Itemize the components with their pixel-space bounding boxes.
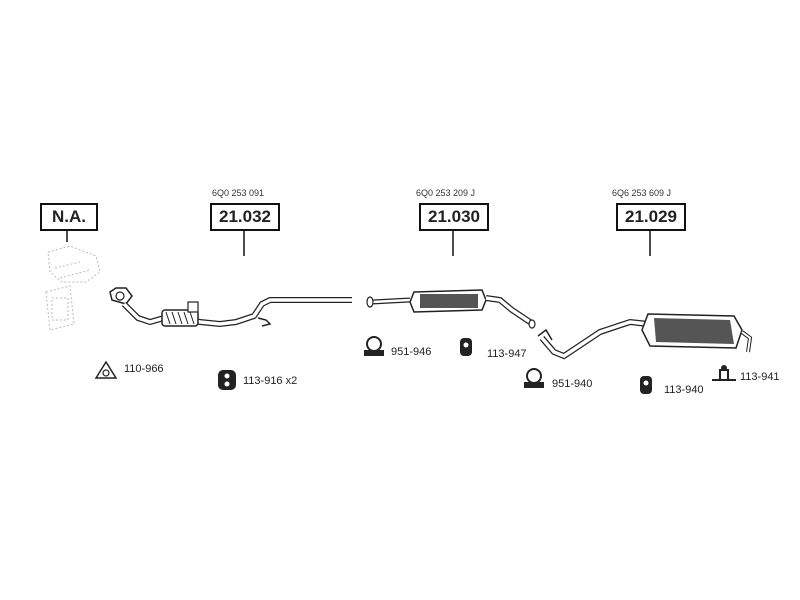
gasket-icon <box>94 360 118 379</box>
center-silencer-21030 <box>366 289 536 329</box>
rubber-mount-icon <box>460 338 472 356</box>
fitting-label: 113-940 <box>664 384 704 396</box>
fitting-label: 951-940 <box>552 378 593 390</box>
oe-number: 6Q0 253 209 J <box>416 188 476 198</box>
fitting-label: 113-941 <box>740 371 780 383</box>
fitting-label: 113-947 <box>487 348 527 360</box>
clamp-icon <box>524 368 544 388</box>
part-number-box: 21.030 <box>419 203 489 231</box>
fitting-label: 951-946 <box>391 346 432 358</box>
manifold-ghost-icon <box>45 245 101 331</box>
clamp-icon <box>364 336 384 356</box>
oe-number: 6Q0 253 091 <box>212 188 265 198</box>
bracket-icon <box>712 365 736 381</box>
fitting-label: 113-916 x2 <box>243 375 298 387</box>
not-available-box: N.A. <box>40 203 98 231</box>
oe-number: 6Q6 253 609 J <box>612 188 672 198</box>
part-number-box: 21.032 <box>210 203 280 231</box>
fitting-label: 110-966 <box>124 363 164 375</box>
part-number-box: 21.029 <box>616 203 686 231</box>
rear-silencer-21029 <box>537 313 753 360</box>
rubber-mount-icon <box>640 376 652 394</box>
rubber-hanger-icon <box>218 370 236 390</box>
front-pipe-21032 <box>109 287 352 328</box>
